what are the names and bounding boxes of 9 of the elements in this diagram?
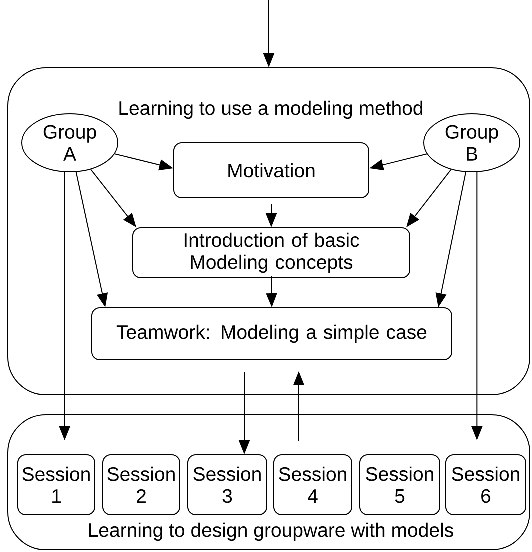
process-box: Session 2 [102,454,180,516]
process-box: Teamwork: Modeling a simple case [92,308,452,360]
process-box: Introduction of basic Modeling concepts [132,228,410,278]
process-box: Session 5 [360,454,440,516]
process-box: Session 6 [446,454,526,516]
process-box: Session 4 [274,454,352,516]
process-box: Motivation [174,142,370,198]
process-box: Session 3 [188,454,268,516]
process-box: Session 1 [18,454,96,516]
